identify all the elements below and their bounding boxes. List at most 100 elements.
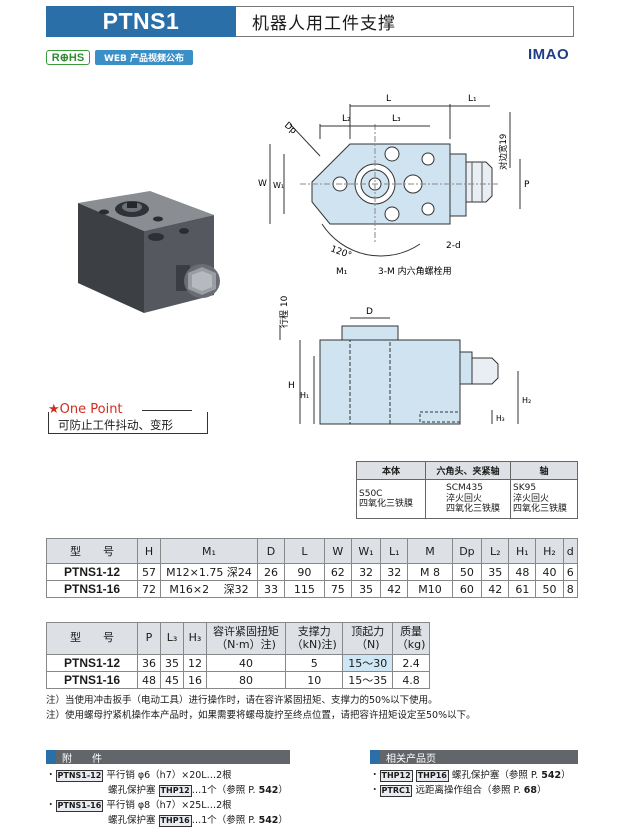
one-point-rule — [142, 410, 192, 411]
mat-header-shaft: 轴 — [510, 461, 578, 480]
page-ref[interactable]: 68 — [523, 785, 538, 796]
t1-cell: 35 — [350, 580, 382, 598]
dim-M1: M₁ — [336, 267, 348, 277]
web-video-badge[interactable]: WEB 产品视频公布 — [95, 50, 193, 65]
part-code-tag[interactable]: THP12 — [379, 770, 413, 782]
related-text: ） — [561, 770, 571, 781]
t1-header: D — [256, 538, 286, 564]
related-item[interactable]: ・PTRC1 远距离操作组合（参照 P. 68） — [370, 785, 547, 797]
page-ref[interactable]: 542 — [258, 815, 279, 826]
t1-cell: 33 — [256, 580, 286, 598]
table-row: PTNS1-12 57 M12×1.75 深24 26 90 62 32 32 … — [46, 563, 578, 581]
table-row: PTNS1-16 48 45 16 80 10 15～35 4.8 — [46, 671, 430, 689]
accessory-line: …1个（参照 P. — [191, 815, 256, 826]
t1-header: L₂ — [481, 538, 510, 564]
dim-H2: H₂ — [522, 396, 531, 405]
t1-cell: 6 — [562, 563, 578, 581]
one-point-text: 可防止工件抖动、变形 — [58, 418, 173, 432]
t1-cell: 8 — [562, 580, 578, 598]
t2-header: L₃ — [160, 622, 184, 655]
dim-W: W — [258, 179, 267, 189]
dim-D: D — [366, 307, 373, 317]
t2-cell: 15～35 — [342, 671, 394, 689]
product-title: 机器人用工件支撑 — [252, 14, 396, 34]
t2-cell: PTNS1-16 — [46, 671, 138, 689]
t1-cell: 115 — [284, 580, 325, 598]
t1-cell: 60 — [451, 580, 483, 598]
t2-cell: 5 — [284, 654, 344, 672]
accessory-line: 螺孔保护塞 — [108, 785, 156, 796]
t1-cell: M16×2 深32 — [160, 580, 258, 598]
accessory-line: …1个（参照 P. — [191, 785, 256, 796]
t2-header: 容许紧固扭矩 （N·m）注) — [206, 622, 286, 655]
accessory-line: 平行销 φ6（h7）×20L…2根 — [106, 770, 232, 781]
dim-2d: 2-d — [446, 241, 461, 251]
t1-header: L₁ — [380, 538, 409, 564]
t2-cell: PTNS1-12 — [46, 654, 138, 672]
page-ref[interactable]: 542 — [541, 770, 562, 781]
part-code-tag[interactable]: THP16 — [415, 770, 449, 782]
t1-cell: 32 — [350, 563, 382, 581]
spec-table-1: 型 号 H M₁ D L W W₁ L₁ M Dp L₂ H₁ H₂ d PTN… — [46, 538, 578, 598]
dim-H3: H₃ — [496, 414, 505, 423]
part-code-tag[interactable]: THP16 — [158, 815, 192, 827]
page-ref[interactable]: 542 — [258, 785, 279, 796]
mat-cell-body: S50C 四氧化三铁膜 — [356, 479, 426, 519]
t2-cell: 16 — [183, 671, 207, 689]
mat-cell-hex: SCM435 淬火回火 四氧化三铁膜 — [425, 479, 511, 519]
dim-width-across: 对边宽19 — [498, 134, 509, 170]
part-code-tag[interactable]: THP12 — [158, 785, 192, 797]
mat-header-body: 本体 — [356, 461, 426, 480]
dim-angle: 120° — [329, 244, 353, 261]
related-item[interactable]: ・THP12 THP16 螺孔保护塞（参照 P. 542） — [370, 770, 571, 782]
model-title: PTNS1 — [46, 6, 236, 37]
t1-cell: M12×1.75 深24 — [160, 563, 258, 581]
t2-cell: 2.4 — [392, 654, 430, 672]
related-text: ） — [537, 785, 547, 796]
t1-header: W — [323, 538, 352, 564]
dim-L1: L₁ — [468, 94, 477, 104]
t1-cell: 61 — [508, 580, 537, 598]
t2-header: 顶起力 （N) — [342, 622, 394, 655]
mat-cell-shaft: SK95 淬火回火 四氧化三铁膜 — [510, 479, 578, 519]
note-line: 注）当使用冲击扳手（电动工具）进行操作时，请在容许紧固扭矩、支撑力的50%以下使… — [46, 695, 438, 706]
dim-L3: L₃ — [392, 114, 401, 124]
t2-header: 质量 （kg) — [392, 622, 430, 655]
t2-cell: 40 — [206, 654, 286, 672]
t2-header: P — [137, 622, 161, 655]
table-row: PTNS1-12 36 35 12 40 5 15～30 2.4 — [46, 654, 430, 672]
t1-cell: 26 — [256, 563, 286, 581]
accessory-line: ） — [278, 815, 288, 826]
t2-header: H₃ — [183, 622, 207, 655]
dim-Dp: Dp — [282, 121, 298, 137]
t1-header: H₂ — [535, 538, 564, 564]
dim-L: L — [386, 94, 391, 104]
t1-header: M₁ — [160, 538, 258, 564]
related-text: 螺孔保护塞（参照 P. — [451, 770, 539, 781]
t1-header: H — [137, 538, 161, 564]
t1-cell: M10 — [407, 580, 453, 598]
accessories-title: 附 件 — [62, 753, 102, 765]
one-point-title: ★One Point — [48, 402, 123, 417]
t1-cell: 90 — [284, 563, 325, 581]
t2-cell: 48 — [137, 671, 161, 689]
related-text: 远距离操作组合（参照 P. — [415, 785, 521, 796]
dim-H: H — [288, 381, 295, 391]
material-table: 本体 六角头、夹紧轴 轴 S50C 四氧化三铁膜 SCM435 淬火回火 四氧化… — [356, 461, 578, 519]
dim-stroke: 行程 10 — [278, 295, 290, 328]
notes: 注）当使用冲击扳手（电动工具）进行操作时，请在容许紧固扭矩、支撑力的50%以下使… — [46, 693, 476, 723]
t1-header: M — [407, 538, 453, 564]
part-code-tag[interactable]: PTRC1 — [379, 785, 413, 797]
t2-header: 支撑力 （kN)注) — [284, 622, 344, 655]
accessory-line: 平行销 φ8（h7）×25L…2根 — [106, 800, 232, 811]
t1-cell: 75 — [323, 580, 352, 598]
t1-cell: 72 — [137, 580, 161, 598]
product-photo — [78, 191, 220, 313]
t2-cell: 12 — [183, 654, 207, 672]
t2-cell: 35 — [160, 654, 184, 672]
brand-logo: IMAO — [528, 46, 570, 63]
accessory-line: ） — [278, 785, 288, 796]
table-row: PTNS1-16 72 M16×2 深32 33 115 75 35 42 M1… — [46, 580, 578, 598]
t2-cell: 15～30 — [342, 654, 394, 672]
t2-cell: 80 — [206, 671, 286, 689]
